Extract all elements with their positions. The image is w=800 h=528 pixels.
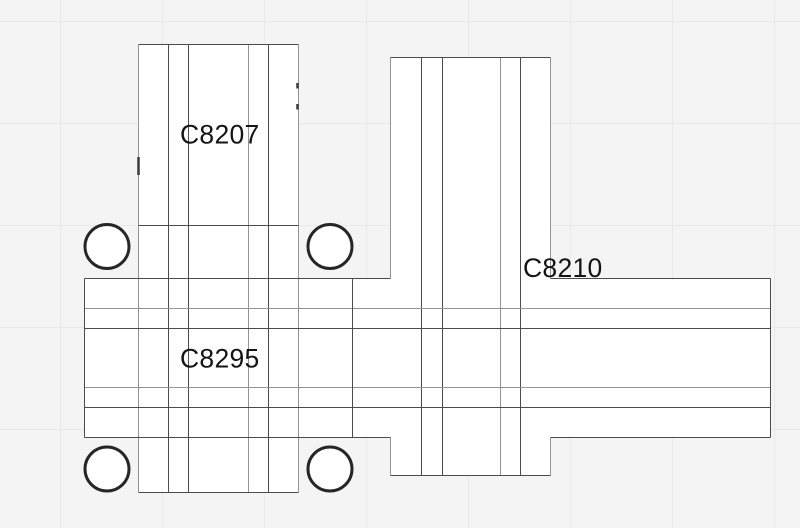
bolt-circles <box>83 223 354 493</box>
bolt-circle[interactable] <box>306 445 354 493</box>
member-fills <box>84 44 771 493</box>
label-c8207[interactable]: C8207 <box>180 120 260 150</box>
label-c8295[interactable]: C8295 <box>180 344 260 374</box>
member-labels: C8207 C8295 C8210 <box>180 120 603 374</box>
weld-ticks <box>137 83 299 175</box>
member-lines <box>84 44 771 493</box>
bolt-circle[interactable] <box>306 223 354 270</box>
bolt-circle[interactable] <box>83 445 131 493</box>
label-c8210[interactable]: C8210 <box>523 253 603 283</box>
bolt-circle[interactable] <box>83 223 131 270</box>
member-fill-c8295-beam[interactable] <box>84 278 771 438</box>
